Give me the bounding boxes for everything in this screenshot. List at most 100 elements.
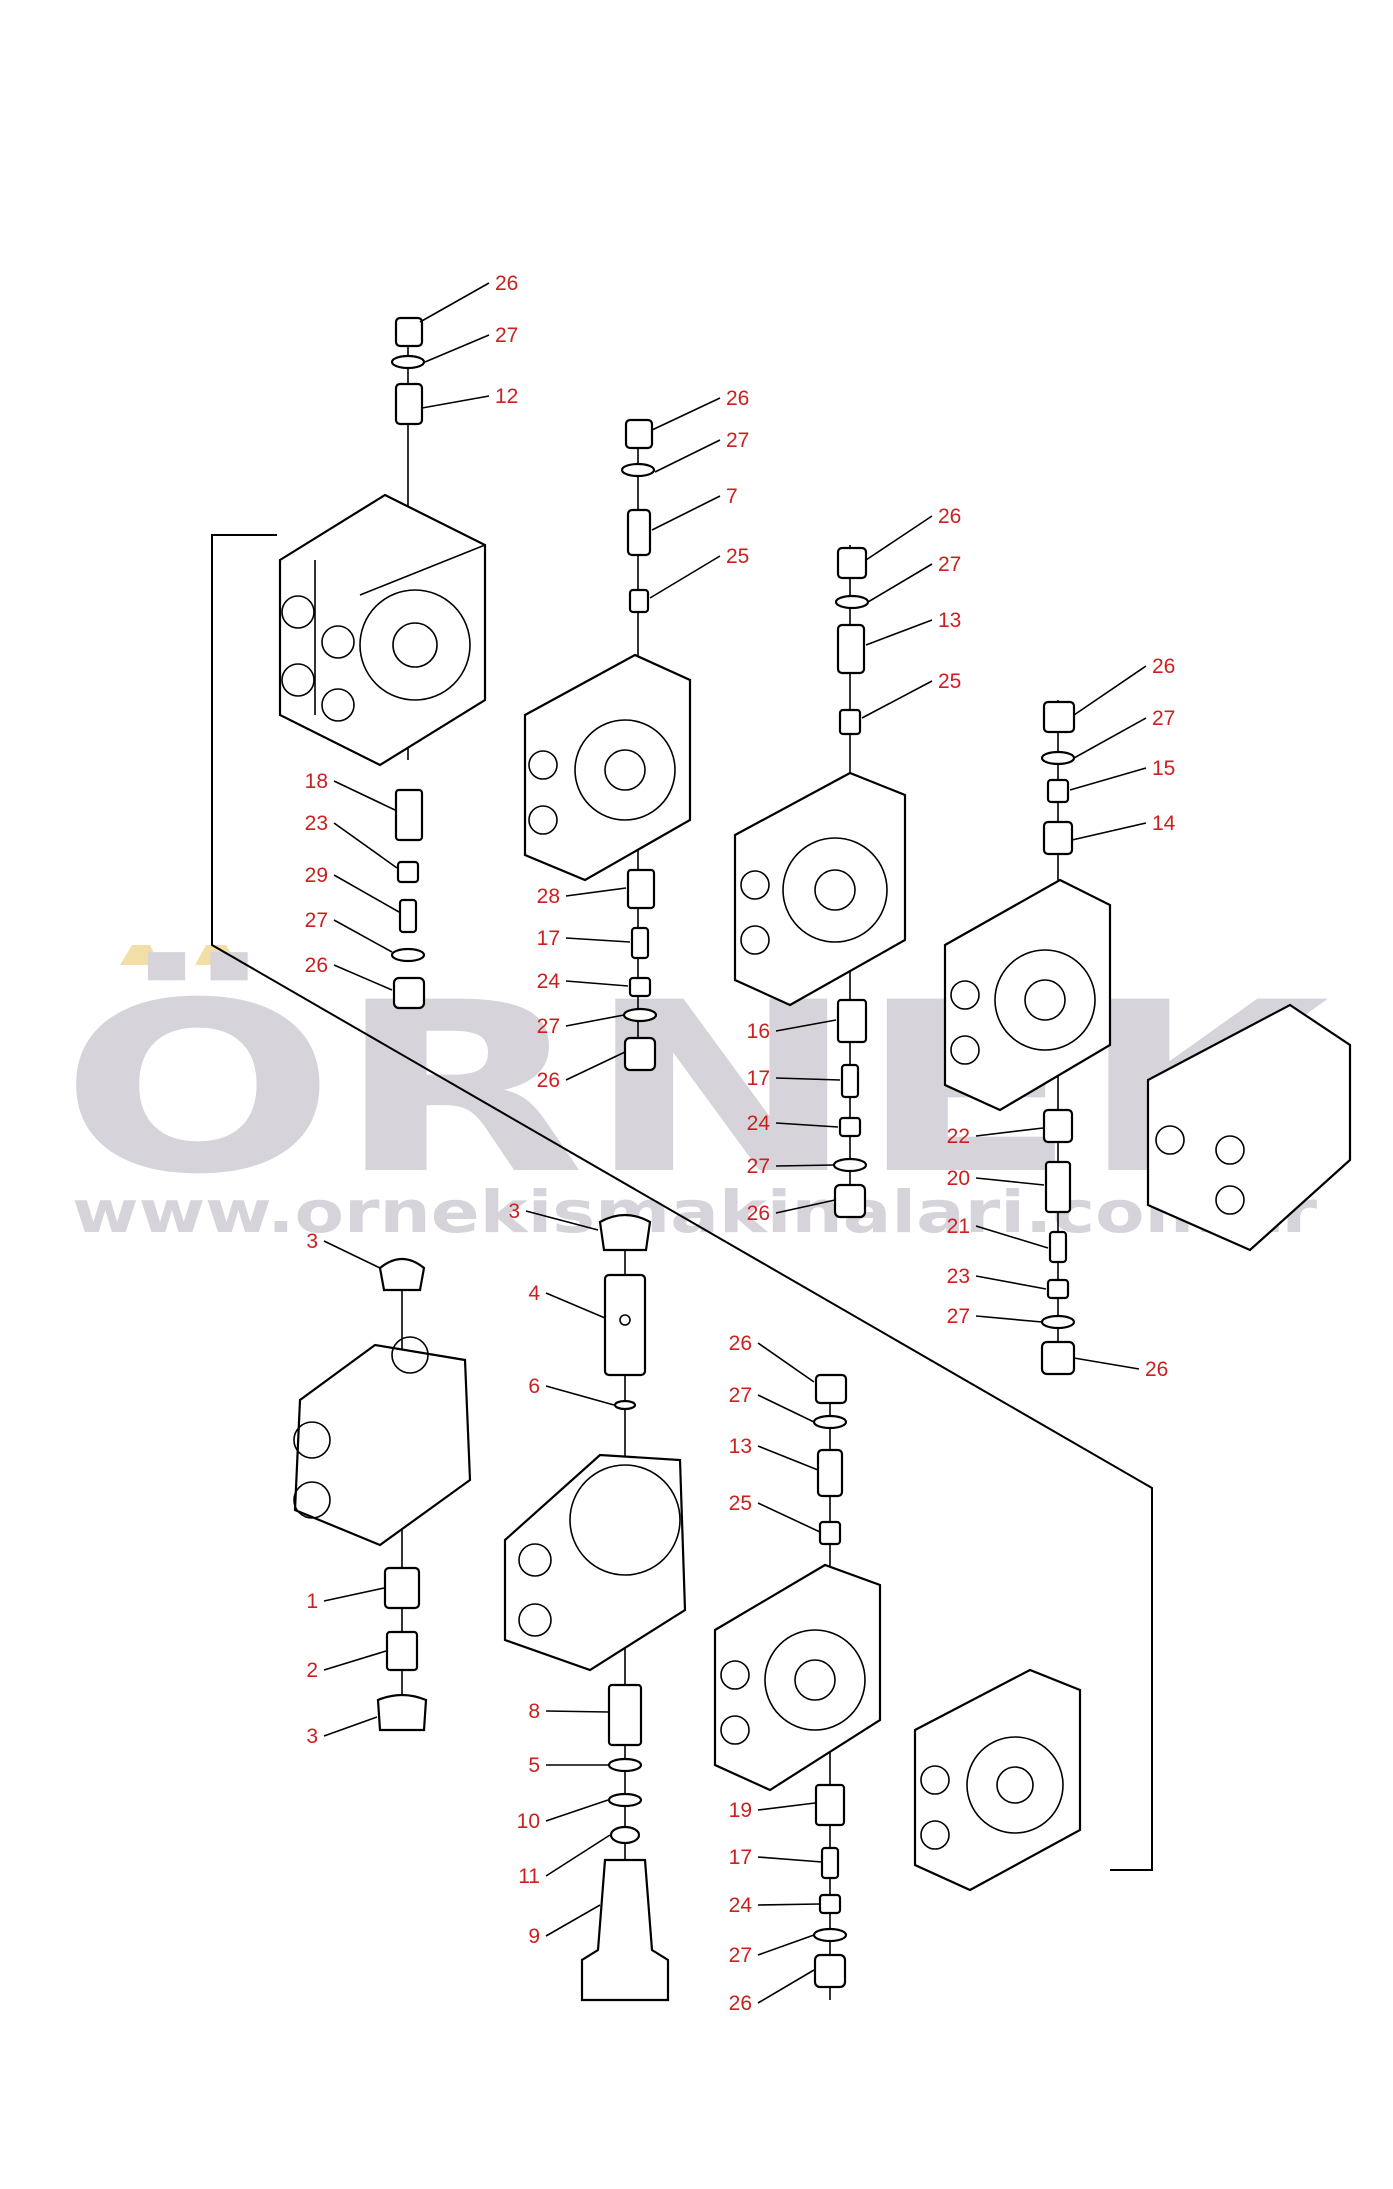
callout-leader-line [757, 1502, 821, 1533]
callout-leader-line [565, 980, 629, 987]
callout-label: 28 [537, 885, 560, 908]
watermark: ÖRNEK www.ornekismakinalari.com.tr [60, 945, 1341, 1246]
callout-label: 17 [729, 1846, 752, 1869]
callout-leader-line [419, 282, 490, 323]
callout-leader-line [975, 1315, 1043, 1323]
valve-bore [814, 869, 856, 911]
plug-part [813, 1953, 847, 1989]
plug-part [1042, 700, 1076, 734]
callout-leader-line [424, 334, 490, 363]
callout-leader-line [975, 1275, 1047, 1290]
callout-leader-line [757, 1903, 821, 1906]
callout-label: 4 [528, 1282, 540, 1305]
callout-label: 25 [726, 545, 749, 568]
watermark-accent-left [120, 945, 160, 965]
inlet-port [293, 1481, 331, 1519]
callout-leader-line [654, 439, 721, 473]
valve-hole [281, 595, 315, 629]
spring-part [396, 860, 420, 884]
spring-part [818, 1893, 842, 1915]
poppet-part [816, 1448, 844, 1498]
o-ring-part [607, 1757, 643, 1773]
callout-label: 27 [938, 553, 961, 576]
callout-leader-line [545, 1292, 606, 1319]
callout-leader-line [333, 874, 400, 913]
spring-part [607, 1683, 643, 1747]
callout-label: 27 [729, 1384, 752, 1407]
poppet-part [394, 382, 424, 426]
callout-leader-line [1073, 717, 1147, 759]
spring-part [626, 868, 656, 910]
valve-port [966, 1736, 1064, 1834]
valve-hole [528, 750, 558, 780]
callout-label: 27 [729, 1944, 752, 1967]
callout-label: 9 [528, 1925, 540, 1948]
spring-part [628, 588, 650, 614]
plug-part [836, 546, 868, 580]
valve-block-part [278, 493, 487, 767]
callout-leader-line [757, 1394, 815, 1423]
valve-hole [740, 870, 770, 900]
end-cover [1146, 1003, 1352, 1252]
o-ring-part [834, 594, 870, 610]
valve-hole [528, 805, 558, 835]
callout-label: 26 [747, 1202, 770, 1225]
valve-port [994, 949, 1096, 1051]
sleeve-part [1042, 1108, 1074, 1144]
spring-part [838, 1116, 862, 1138]
callout-label: 27 [1152, 707, 1175, 730]
callout-leader-line [323, 1587, 385, 1602]
pin-part [398, 898, 418, 934]
valve-hole [950, 980, 980, 1010]
callout-label: 26 [1145, 1358, 1168, 1381]
callout-label: 21 [947, 1215, 970, 1238]
valve-hole [321, 625, 355, 659]
callout-label: 23 [305, 812, 328, 835]
callout-leader-line [757, 1342, 815, 1383]
callout-label: 3 [508, 1200, 520, 1223]
o-ring-part [390, 947, 426, 963]
callout-leader-line [975, 1225, 1049, 1249]
valve-bore [794, 1659, 836, 1701]
callout-label: 10 [517, 1810, 540, 1833]
callout-leader-line [775, 1019, 837, 1032]
callout-label: 3 [306, 1725, 318, 1748]
callout-layer: 2627121823292726262772528172427262627132… [305, 272, 1176, 2015]
callout-label: 13 [729, 1435, 752, 1458]
watermark-accent-right [195, 945, 238, 965]
callout-leader-line [545, 1710, 609, 1713]
callout-leader-line [565, 887, 627, 897]
end-cover-hole [1215, 1185, 1245, 1215]
section-7 [913, 1668, 1082, 1892]
callout-label: 6 [528, 1375, 540, 1398]
o-ring-part [607, 1792, 643, 1808]
valve-bore [1024, 979, 1066, 1021]
callout-label: 24 [747, 1112, 771, 1135]
callout-leader-line [333, 919, 393, 953]
callout-label: 13 [938, 609, 961, 632]
callout-leader-line [333, 780, 396, 811]
valve-hole [920, 1820, 950, 1850]
callout-leader-line [565, 1014, 625, 1027]
relief-port [569, 1464, 681, 1576]
watermark-url: www.ornekismakinalari.com.tr [72, 1178, 1317, 1246]
o-ring-part [620, 462, 656, 478]
section-4 [943, 700, 1112, 1376]
callout-label: 2 [306, 1659, 318, 1682]
o-ring-part [1040, 1314, 1076, 1330]
callout-label: 25 [729, 1492, 752, 1515]
o-ring-part [390, 354, 426, 370]
callout-leader-line [333, 822, 398, 869]
valve-block-part [943, 878, 1112, 1112]
watermark-brand: ÖRNEK [60, 951, 1341, 1226]
piston-hole [619, 1314, 631, 1326]
callout-label: 27 [747, 1155, 770, 1178]
o-ring-part [613, 1399, 637, 1411]
o-ring-part [622, 1007, 658, 1023]
callout-leader-line [1069, 767, 1147, 791]
valve-block-part [733, 771, 907, 1007]
callout-leader-line [757, 1802, 816, 1811]
callout-label: 15 [1152, 757, 1175, 780]
spring-part [394, 788, 424, 842]
